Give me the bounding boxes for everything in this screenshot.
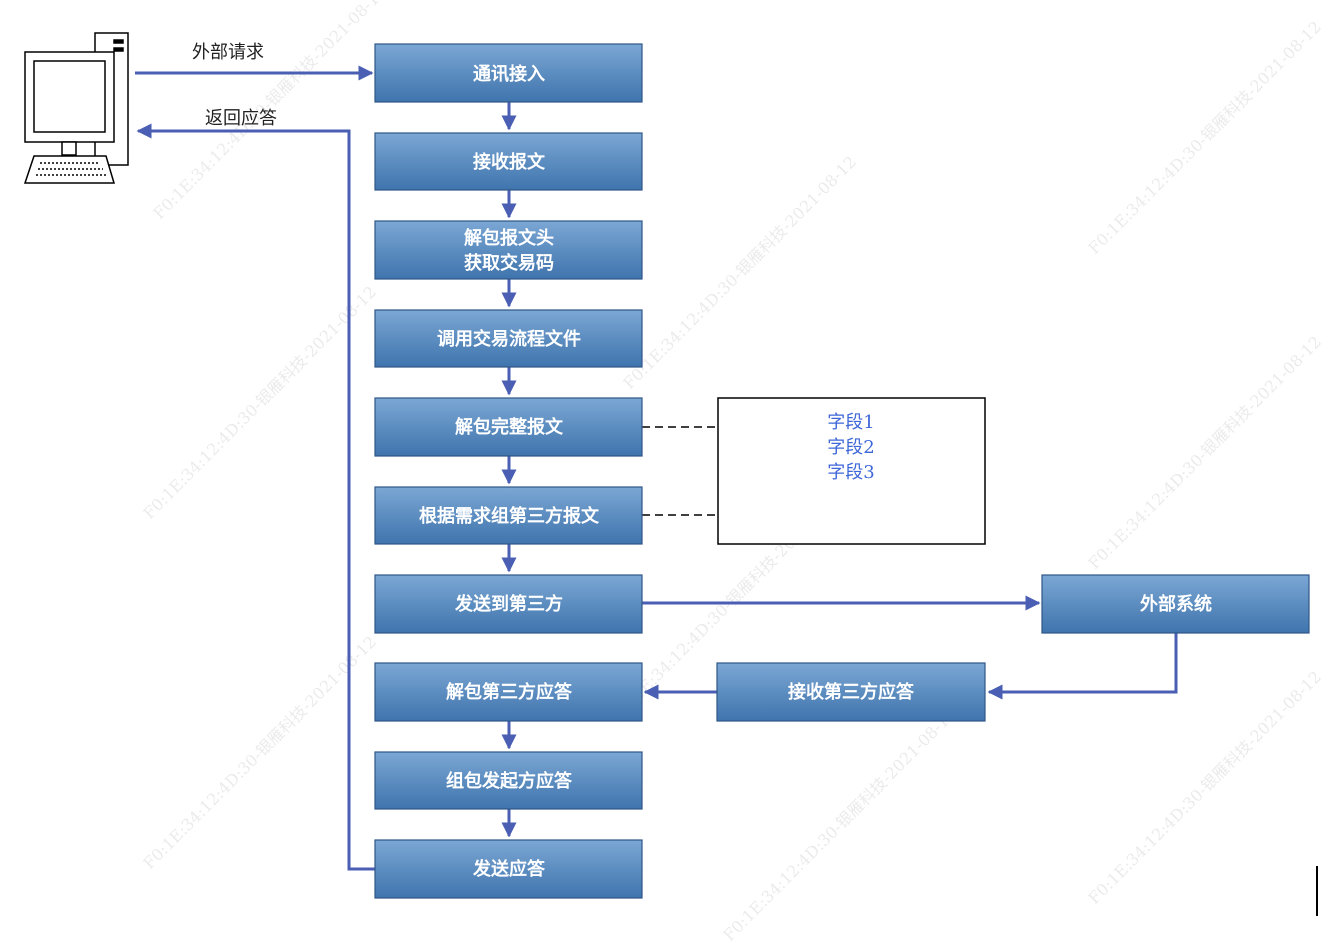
process-boxes: 通讯接入 接收报文 解包报文头 获取交易码 调用交易流程文件 解包完整报文 根据… xyxy=(374,43,1310,899)
node-build-reply[interactable]: 组包发起方应答 xyxy=(374,751,643,810)
external-request-label: 外部请求 xyxy=(192,42,264,63)
arrow-return-response xyxy=(136,123,375,871)
node-send-third[interactable]: 发送到第三方 xyxy=(374,574,643,634)
field-item: 字段3 xyxy=(827,462,874,483)
connectors xyxy=(135,65,1178,871)
node-label: 接收报文 xyxy=(473,151,546,173)
node-label-line-1: 解包报文头 xyxy=(464,227,554,249)
watermark-text: F0:1E:34:12:4D:30-银雁科技-2021-08-12 xyxy=(139,282,380,523)
node-label: 调用交易流程文件 xyxy=(437,328,581,350)
node-label: 外部系统 xyxy=(1140,593,1212,615)
node-label-line-2: 获取交易码 xyxy=(464,252,554,274)
node-label: 通讯接入 xyxy=(473,63,545,85)
node-send-reply[interactable]: 发送应答 xyxy=(374,839,643,899)
return-response-label: 返回应答 xyxy=(205,108,277,129)
node-unpack-full[interactable]: 解包完整报文 xyxy=(374,397,643,457)
node-label: 组包发起方应答 xyxy=(446,770,573,792)
node-label: 发送应答 xyxy=(472,858,546,880)
node-recv[interactable]: 接收报文 xyxy=(374,132,643,191)
node-build-third[interactable]: 根据需求组第三方报文 xyxy=(374,486,643,545)
fields-box: 字段1 字段2 字段3 xyxy=(717,397,986,545)
field-item: 字段2 xyxy=(827,437,874,458)
node-unpack-head[interactable]: 解包报文头 获取交易码 xyxy=(374,220,643,280)
watermark-text: F0:1E:34:12:4D:30-银雁科技-2021-08-12 xyxy=(719,704,960,942)
field-item: 字段1 xyxy=(827,412,874,433)
node-label: 根据需求组第三方报文 xyxy=(419,505,600,527)
desktop-computer-icon xyxy=(23,32,129,184)
dashed-links xyxy=(642,426,718,516)
watermark-text: F0:1E:34:12:4D:30-银雁科技-2021-08-12 xyxy=(1084,667,1325,908)
node-label: 解包第三方应答 xyxy=(446,681,573,703)
watermark-text: F0:1E:34:12:4D:30-银雁科技-2021-08-12 xyxy=(619,152,860,393)
watermark-text: F0:1E:34:12:4D:30-银雁科技-2021-08-12 xyxy=(139,632,380,873)
watermark-text: F0:1E:34:12:4D:30-银雁科技-2021-08-12 xyxy=(1084,332,1325,573)
arrow-external-reply xyxy=(987,633,1178,700)
node-comm[interactable]: 通讯接入 xyxy=(374,43,643,103)
node-external[interactable]: 外部系统 xyxy=(1041,574,1310,634)
node-label: 发送到第三方 xyxy=(454,593,563,615)
watermark-text: F0:1E:34:12:4D:30-银雁科技-2021-08-12 xyxy=(1084,17,1325,258)
node-unpack-third[interactable]: 解包第三方应答 xyxy=(374,662,643,722)
node-label: 解包完整报文 xyxy=(455,416,564,438)
node-label: 接收第三方应答 xyxy=(788,681,915,703)
node-call-flow[interactable]: 调用交易流程文件 xyxy=(374,309,643,368)
node-recv-third[interactable]: 接收第三方应答 xyxy=(716,662,986,722)
